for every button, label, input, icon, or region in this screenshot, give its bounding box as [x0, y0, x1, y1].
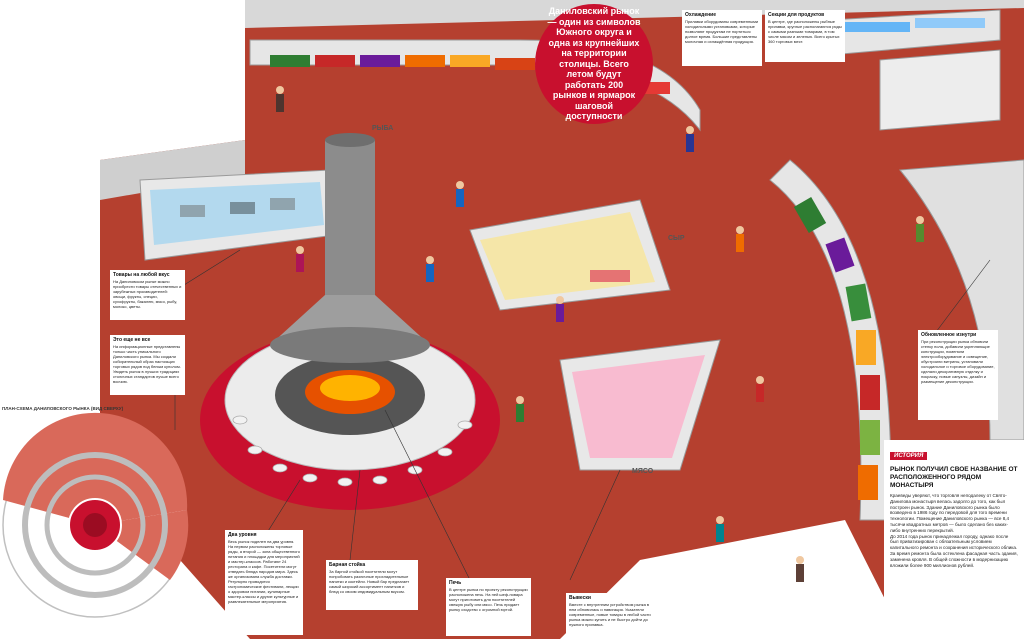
cheese-sign: СЫР [668, 235, 685, 242]
chimney-pipe [325, 140, 375, 300]
meat-sign: МЯСО [632, 468, 654, 475]
note-levels: Два уровня Весь рынок поделен на два уро… [225, 530, 303, 635]
note-eat-text: На информационные представлены только ча… [113, 344, 181, 384]
note-renovation-text: При реконструкции рынка обновили стенку … [921, 339, 995, 384]
history-title: РЫНОК ПОЛУЧИЛ СВОЕ НАЗВАНИЕ ОТ РАСПОЛОЖЕ… [890, 466, 1018, 489]
history-badge: ИСТОРИЯ [890, 452, 928, 460]
history-panel: ИСТОРИЯ РЫНОК ПОЛУЧИЛ СВОЕ НАЗВАНИЕ ОТ Р… [884, 440, 1024, 639]
note-cooling-title: Охлаждение [685, 12, 717, 18]
note-oven-text: В центре рынка по проекту реконструкции … [449, 587, 528, 612]
right-back-counter [879, 49, 1001, 131]
note-signage-title: Вывески [569, 595, 591, 601]
chimney-top [325, 133, 375, 147]
note-renovation: Обновленное изнутри При реконструкции ры… [918, 330, 998, 420]
note-goods-title: Товары на любой вкус [113, 272, 170, 278]
meat-display [572, 355, 705, 458]
note-renovation-title: Обновленное изнутри [921, 332, 977, 338]
bar-stools [232, 415, 473, 487]
note-goods: Товары на любой вкус На Даниловском рынк… [110, 270, 185, 320]
note-signage: Вывески Вместе с внутренним устройством … [566, 593, 654, 639]
produce-row-right [793, 197, 880, 500]
history-paragraph-2: До 2014 года рынок принадлежал городу, о… [890, 533, 1018, 551]
left-wall [100, 140, 245, 200]
note-products-title: Секции для продуктов [768, 12, 825, 18]
note-cooling: Охлаждение Прилавки оборудованы современ… [682, 10, 762, 66]
note-products: Секции для продуктов В центре, где распо… [765, 10, 845, 62]
note-oven: Печь В центре рынка по проекту реконстру… [446, 578, 531, 636]
note-eat-title: Это еще не все [113, 337, 151, 343]
note-goods-text: На Даниловском рынке можно приобрести то… [113, 279, 182, 309]
dairy-products [840, 18, 985, 32]
fish-sign: РЫБА [372, 125, 394, 132]
hood-rim [270, 327, 430, 363]
note-bar: Барная стойка За барной стойкой посетите… [326, 560, 418, 610]
note-signage-text: Вместе с внутренним устройством рынка в … [569, 602, 651, 627]
history-paragraph-1: Краеведы уверяют, что торговля неподалек… [890, 493, 1010, 533]
note-oven-title: Печь [449, 580, 462, 586]
plan-title: ПЛАН-СХЕМА ДАНИЛОВСКОГО РЫНКА (ВИД СВЕРХ… [2, 406, 124, 411]
note-cooling-text: Прилавки оборудованы современными холоди… [685, 19, 759, 44]
plan-scheme [2, 412, 189, 618]
note-levels-text: Весь рынок поделен на два уровня. На пер… [228, 539, 300, 604]
note-eat: Это еще не все На информационные предста… [110, 335, 185, 395]
note-products-text: В центре, где расположены рыбные прилавк… [768, 19, 842, 44]
main-callout: Даниловский рынок — один из символов Южн… [535, 4, 653, 124]
note-bar-title: Барная стойка [329, 562, 366, 568]
note-bar-text: За барной стойкой посетители могут попро… [329, 569, 410, 594]
oven-flame [320, 375, 380, 401]
history-paragraph-3: За время ремонта была остеклена фасадная… [890, 550, 1018, 568]
shoppers [276, 86, 924, 582]
note-levels-title: Два уровня [228, 532, 257, 538]
